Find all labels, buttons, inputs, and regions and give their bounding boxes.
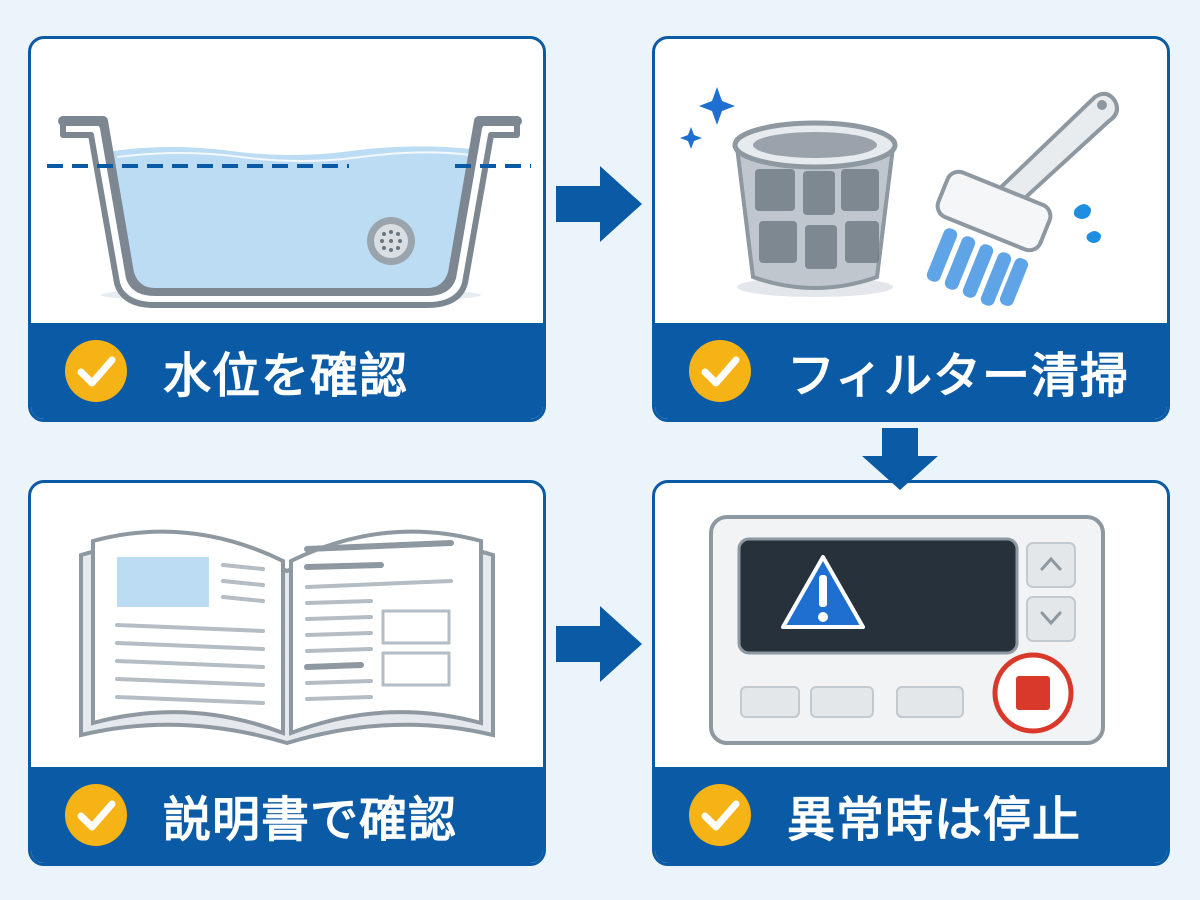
open-book-icon [79,529,495,746]
step-label-filter-cleaning: フィルター清掃 [787,348,1130,404]
brush-icon [926,91,1119,306]
arrow-down-icon [862,428,938,490]
warning-icon [781,555,865,629]
step-banner: 異常時は停止 [655,767,1167,863]
check-icon [65,340,127,402]
drain-icon [367,217,415,265]
step-label-stop-on-error: 異常時は停止 [787,792,1082,848]
check-icon [689,340,751,402]
step-banner: 説明書で確認 [31,767,543,863]
arrow-right-icon [556,166,642,242]
arrow-right-icon [556,606,642,682]
filter-brush-illustration [655,39,1167,329]
step-card-water-level: 水位を確認 [28,36,546,422]
chevron-down-icon [1040,611,1062,626]
bathtub-illustration [31,39,543,329]
check-icon [689,784,751,846]
sparkle-icon [680,87,735,149]
step-label-manual: 説明書で確認 [163,792,458,848]
manual-book-illustration [31,483,543,773]
control-panel-illustration [655,483,1167,773]
stop-button-icon [992,652,1074,734]
step-card-stop-on-error: 異常時は停止 [652,480,1170,866]
step-label-water-level: 水位を確認 [163,348,409,404]
chevron-up-icon [1040,556,1062,571]
step-card-filter-cleaning: フィルター清掃 [652,36,1170,422]
step-card-manual: 説明書で確認 [28,480,546,866]
step-banner: 水位を確認 [31,323,543,419]
step-banner: フィルター清掃 [655,323,1167,419]
filter-basket-icon [732,120,898,297]
control-panel-icon [709,515,1105,745]
check-icon [65,784,127,846]
